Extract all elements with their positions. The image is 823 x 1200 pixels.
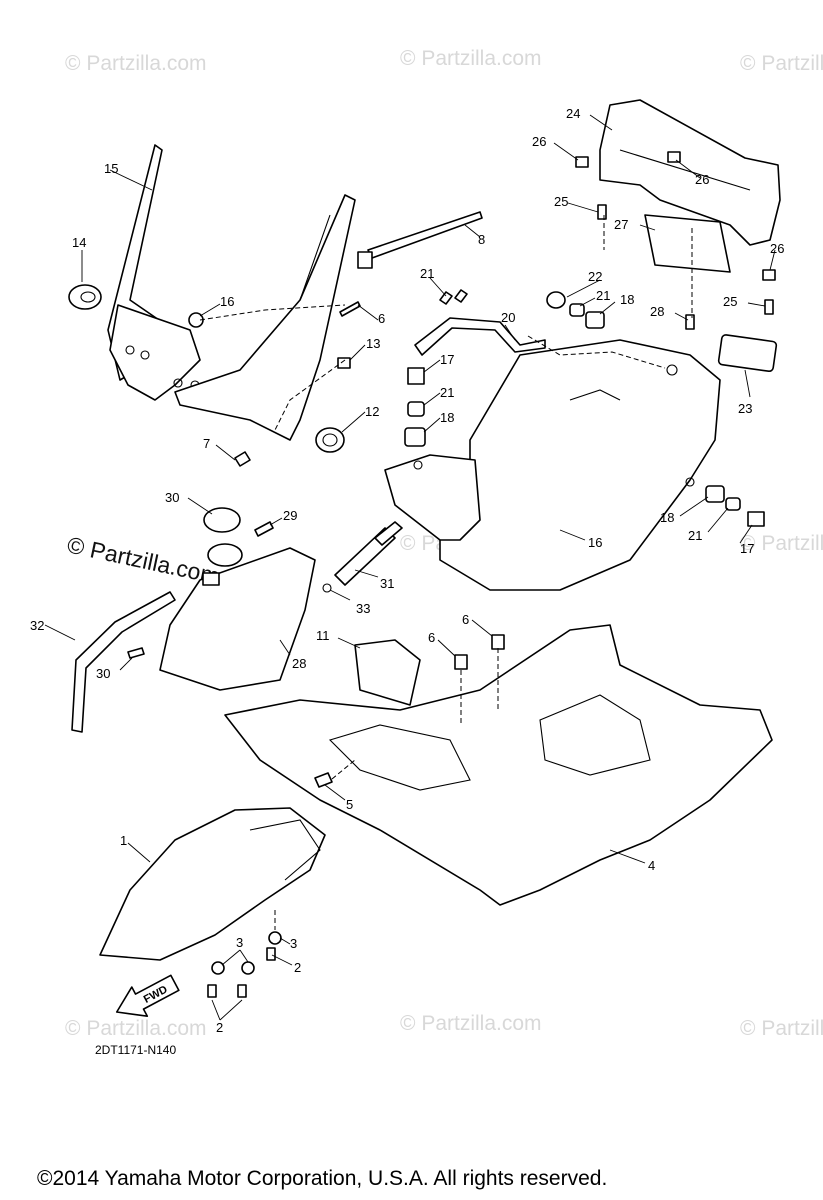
damper-stack-lower <box>705 485 765 527</box>
callout-1: 1 <box>120 833 127 848</box>
callout-2a: 2 <box>294 960 301 975</box>
callout-21c: 21 <box>688 528 702 543</box>
callout-32: 31 <box>380 576 394 591</box>
watermark-1: © Partzilla.com <box>65 52 207 75</box>
callout-25a: 25 <box>554 194 568 209</box>
damper-stack-upper <box>404 367 426 447</box>
part-33-hose <box>71 591 176 733</box>
callout-26b: 26 <box>695 172 709 187</box>
callout-6b: 6 <box>462 612 469 627</box>
callout-11: 11 <box>316 628 330 643</box>
watermark-5: © Partzilla.com <box>740 532 823 555</box>
callout-16: 16 <box>588 535 602 550</box>
callout-26c: 26 <box>770 241 784 256</box>
callout-27: 27 <box>614 217 628 232</box>
callout-labels: 15 14 16 6 13 8 12 7 21 20 17 21 18 22 2… <box>30 106 784 1035</box>
callout-3a: 3 <box>236 935 243 950</box>
callout-21a: 21 <box>440 385 454 400</box>
part-31-cap <box>203 507 241 533</box>
callout-22: 22 <box>588 269 602 284</box>
watermark-8: © Partzilla.com <box>740 1017 823 1040</box>
part-6-nuts <box>454 634 505 670</box>
callout-12: 12 <box>365 404 379 419</box>
callout-26a: 26 <box>532 134 546 149</box>
callout-17b: 17 <box>740 541 754 556</box>
callout-6a: 6 <box>428 630 435 645</box>
part-10-cable-tie <box>357 211 483 269</box>
callout-4: 4 <box>648 858 655 873</box>
part-19-bracket <box>414 317 546 356</box>
part-30-screws <box>127 521 274 659</box>
callout-31: 30 <box>165 490 179 505</box>
front-fasteners <box>207 931 282 998</box>
part-29-reservoir <box>159 543 316 691</box>
diagram-code: 2DT1171-N140 <box>95 1043 176 1057</box>
part-23-light <box>717 334 778 373</box>
callout-21b: 21 <box>596 288 610 303</box>
part-7-front-cover <box>107 144 201 401</box>
part-5-bolt <box>314 772 333 788</box>
callout-34: 33 <box>356 601 370 616</box>
callout-17a: 17 <box>440 352 454 367</box>
callout-30a: 29 <box>283 508 297 523</box>
watermark-2: © Partzilla.com <box>400 47 542 70</box>
part-32-pipe <box>322 521 403 593</box>
callout-10: 8 <box>478 232 485 247</box>
leader-lines <box>44 114 776 1021</box>
callout-14: 14 <box>72 235 86 250</box>
callout-23: 23 <box>738 401 752 416</box>
callout-2b: 2 <box>216 1020 223 1035</box>
callout-7: 15 <box>104 161 118 176</box>
part-24-rear-cover <box>599 99 781 246</box>
part-1-front-fender <box>99 807 326 961</box>
part-11-bracket <box>354 639 421 706</box>
callout-15: 16 <box>220 294 234 309</box>
watermark-3: © Partzilla.com <box>740 52 823 75</box>
callout-24: 24 <box>566 106 580 121</box>
callout-18c: 18 <box>660 510 674 525</box>
watermark-6: © Partzilla.com <box>65 1017 207 1040</box>
callout-20: 21 <box>420 266 434 281</box>
callout-28: 28 <box>650 304 664 319</box>
front-inner-panel <box>174 194 356 441</box>
part-27-reflector <box>644 214 731 273</box>
callout-18b: 18 <box>620 292 634 307</box>
callout-3b: 3 <box>290 936 297 951</box>
callout-25b: 25 <box>723 294 737 309</box>
callout-18a: 18 <box>440 410 454 425</box>
watermark-bold: © Partzilla.com <box>65 531 222 589</box>
callout-5: 5 <box>346 797 353 812</box>
callout-30b: 30 <box>96 666 110 681</box>
damper-stack-right <box>546 291 605 329</box>
callout-19: 20 <box>501 310 515 325</box>
assembly-lines <box>199 215 693 930</box>
callout-9: 7 <box>203 436 210 451</box>
watermark-7: © Partzilla.com <box>400 1012 542 1035</box>
part-16-rear-fender <box>384 339 721 591</box>
callout-8: 6 <box>378 311 385 326</box>
callout-13: 13 <box>366 336 380 351</box>
part-12-grommet <box>315 427 345 453</box>
part-14-knob <box>68 284 102 310</box>
part-4-floor-panel <box>224 624 773 906</box>
part-20-screws <box>439 289 468 305</box>
copyright-notice: ©2014 Yamaha Motor Corporation, U.S.A. A… <box>37 1167 607 1190</box>
callout-33: 32 <box>30 618 44 633</box>
callout-29: 28 <box>292 656 306 671</box>
